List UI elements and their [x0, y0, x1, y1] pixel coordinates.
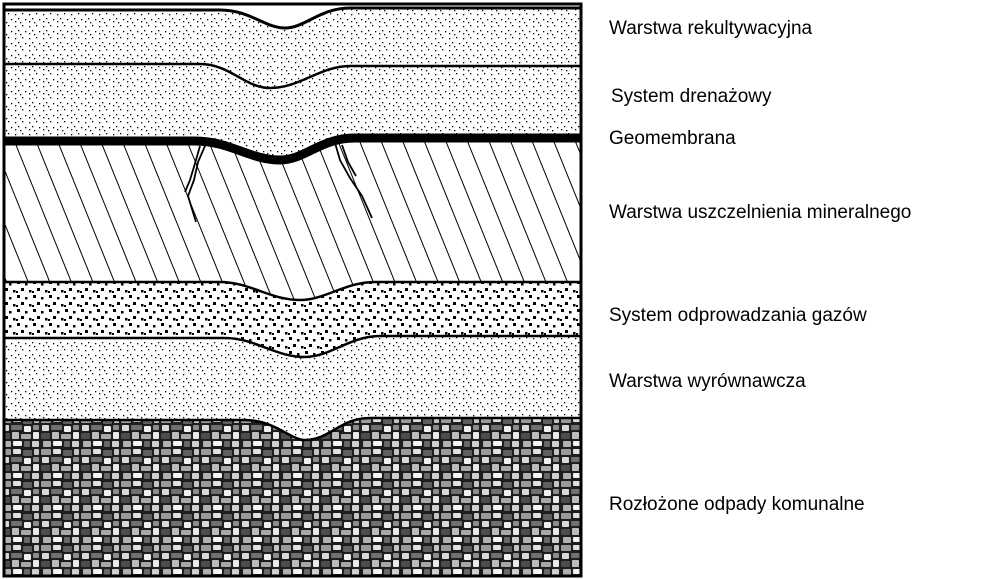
diagram-frame: [2, 2, 583, 578]
leveling-waste-boundary: [5, 416, 580, 442]
gas-leveling-boundary: [5, 334, 580, 359]
crack-left: [184, 145, 206, 223]
recultivation-layer: [5, 8, 580, 88]
recultivation-drainage-boundary: [5, 62, 580, 90]
gas-drainage-layer: [5, 282, 580, 357]
mineral-sealing-layer: [5, 138, 580, 300]
crack-right: [334, 142, 373, 219]
label-municipal-waste: Rozłożone odpady komunalne: [609, 494, 865, 515]
mineral-gas-boundary: [5, 280, 580, 302]
leveling-layer: [5, 336, 580, 440]
label-geomembrane: Geomembrana: [609, 128, 736, 149]
label-gas-drainage-system: System odprowadzania gazów: [609, 305, 867, 326]
waste-layer: [5, 418, 580, 575]
label-leveling-layer: Warstwa wyrównawcza: [609, 371, 806, 392]
top-boundary-line: [5, 6, 580, 30]
label-recultivation-layer: Warstwa rekultywacyjna: [609, 18, 813, 39]
label-mineral-sealing-layer: Warstwa uszczelnienia mineralnego: [609, 202, 912, 223]
label-drainage-system: System drenażowy: [611, 86, 772, 107]
geomembrane-line: [5, 133, 580, 165]
